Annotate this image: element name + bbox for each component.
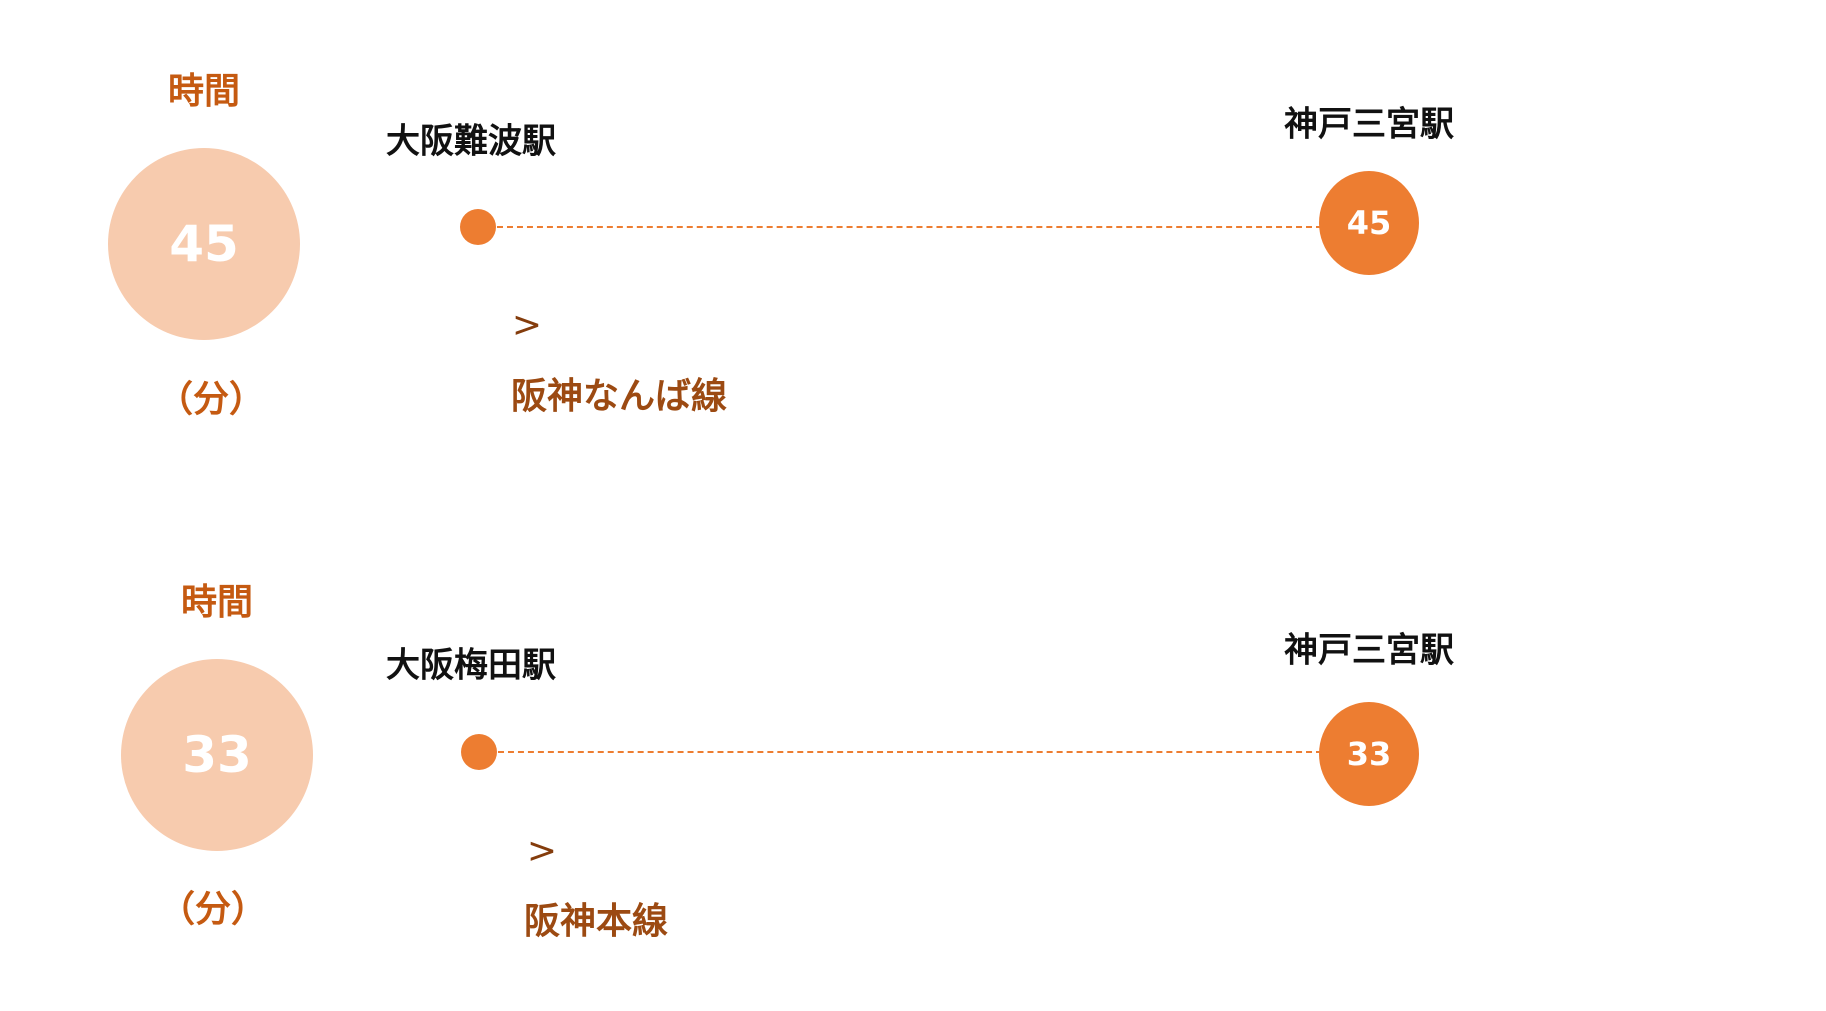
arrow-icon: > xyxy=(526,830,558,872)
origin-station: 大阪難波駅 xyxy=(386,121,556,162)
destination-station: 神戸三宮駅 xyxy=(1284,630,1454,671)
arrow-icon: > xyxy=(511,304,543,346)
destination-circle: 45 xyxy=(1319,171,1419,275)
unit-label: （分） xyxy=(156,379,266,420)
route-line xyxy=(497,226,1322,228)
origin-station: 大阪梅田駅 xyxy=(386,645,556,686)
duration-circle: 45 xyxy=(108,148,300,340)
route-line xyxy=(498,751,1322,753)
duration-value: 45 xyxy=(169,215,239,273)
time-label: 時間 xyxy=(167,71,241,112)
line-name: 阪神なんば線 xyxy=(511,376,728,417)
duration-value: 33 xyxy=(182,726,252,784)
destination-circle: 33 xyxy=(1319,702,1419,806)
origin-dot xyxy=(460,209,496,245)
duration-circle: 33 xyxy=(121,659,313,851)
destination-duration: 33 xyxy=(1346,735,1392,773)
unit-label: （分） xyxy=(158,889,268,930)
destination-duration: 45 xyxy=(1346,204,1392,242)
destination-station: 神戸三宮駅 xyxy=(1284,104,1454,145)
origin-dot xyxy=(461,734,497,770)
line-name: 阪神本線 xyxy=(524,901,669,942)
time-label: 時間 xyxy=(180,582,254,623)
